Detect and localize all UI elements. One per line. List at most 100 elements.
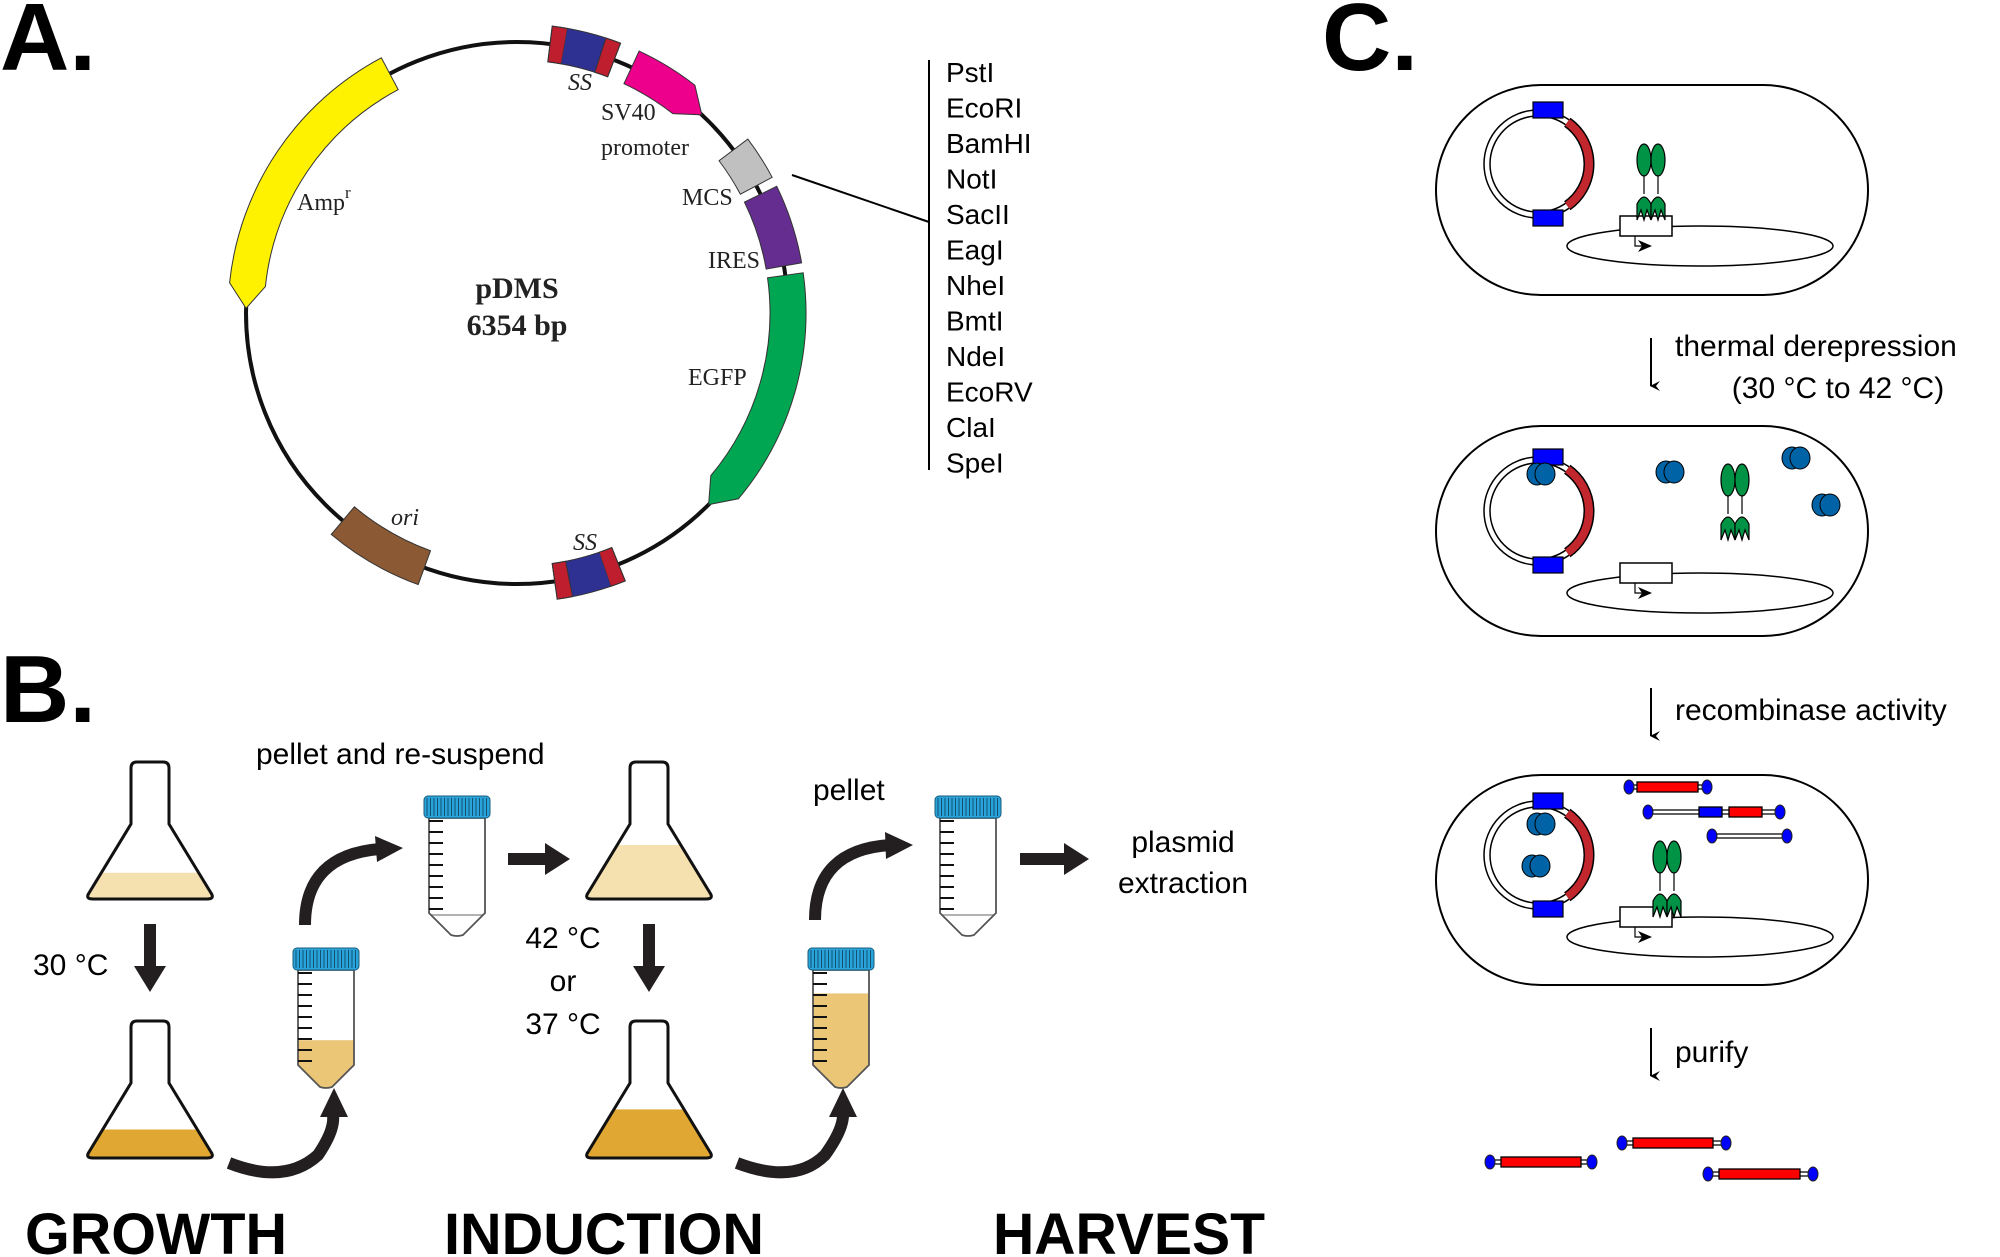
recombinase-dimer (1526, 462, 1556, 486)
tube-resuspended (423, 795, 491, 937)
tube-cap (807, 947, 875, 971)
step-label-induction-temp-1: 42 °C (525, 922, 600, 955)
dna-end-cap (1616, 1135, 1628, 1151)
feature-label-egfp: EGFP (688, 365, 747, 391)
arrow-to-induction (508, 843, 570, 875)
curved-arrow-heads (320, 832, 913, 1117)
panel-c: C. thermal derepression (30 °C to 42 °C)… (1322, 0, 1957, 1182)
plasmid-feature-ss-5 (551, 546, 626, 600)
recombinase-gene (1619, 215, 1673, 237)
recombinase-gene (1619, 562, 1673, 584)
promoter-arrow-icon (1638, 931, 1652, 943)
dna-end-cap (1586, 1154, 1598, 1170)
curved-arrows (226, 839, 891, 1179)
repressor-dna-binding-domain (1734, 516, 1750, 543)
minicircle-segment (1632, 1137, 1714, 1149)
parental-backbone (1564, 809, 1593, 901)
repressor-dimer (1636, 143, 1666, 223)
recombinase-monomer (1529, 854, 1551, 878)
chromosome (1566, 906, 1834, 958)
purified-minicircle (1484, 1154, 1598, 1170)
tube-body-fill (940, 818, 996, 936)
tube-growth-harvested (292, 947, 360, 1089)
panel-a-letter: A. (0, 0, 96, 91)
feature-label-sv40-line2: promoter (601, 135, 689, 161)
plasmid-name: pDMS (475, 272, 558, 305)
repressor-dna-binding-domain (1720, 516, 1736, 543)
purified-minicircle (1702, 1166, 1819, 1182)
mcs-site-item: PstI (946, 57, 994, 88)
dna-end-cap (1701, 779, 1713, 795)
parental-plasmid (1483, 792, 1595, 918)
culture-liquid (586, 1109, 712, 1158)
dna-end-cap (1720, 1135, 1732, 1151)
dna-end-cap (1702, 1166, 1714, 1182)
tube-outline (812, 969, 870, 1089)
recombination-site-top (1532, 101, 1564, 119)
curved-arrow-head-1 (320, 1088, 348, 1117)
repressor-dna-binding-domain (1650, 196, 1666, 223)
parental-backbone (1564, 465, 1593, 557)
curved-arrow-flask-to-tube2 (734, 1114, 849, 1179)
recombination-site-bottom (1532, 900, 1564, 918)
plasmid-feature-ires-3 (743, 185, 803, 270)
chromosome (1566, 215, 1834, 267)
tube-body-fill (429, 818, 485, 936)
repressor-dna-binding-domain (1652, 893, 1668, 920)
recombinase-monomer (1663, 460, 1685, 484)
site-outline (547, 25, 622, 78)
recombination-site-bottom (1532, 556, 1564, 574)
mcs-site-item: SpeI (946, 448, 1004, 479)
plasmid-size: 6354 bp (467, 309, 568, 342)
purified-minicircles (1484, 1135, 1819, 1182)
recombinase-monomer (1534, 812, 1556, 836)
plasmid-feature-egfp-4 (708, 272, 807, 506)
recombinase-dimer (1811, 493, 1841, 517)
plasmid-feature-ori-6 (330, 506, 432, 586)
cells (1435, 84, 1869, 986)
site-core (561, 28, 606, 73)
recombination-site-top (1532, 792, 1564, 810)
step-label-extraction-2: extraction (1118, 867, 1248, 900)
minicircle-segment (1500, 1156, 1582, 1168)
panel-c-letter: C. (1322, 0, 1418, 91)
cell-membrane (1435, 84, 1869, 296)
flask-outline (86, 1019, 214, 1160)
mcs-site-item: SacII (946, 199, 1010, 230)
repressor-dna-binding-domain (1636, 196, 1652, 223)
feature-label-ires: IRES (708, 248, 760, 274)
feature-label-ori: ori (391, 505, 419, 531)
flask-growth-start (86, 760, 214, 901)
stage-label-harvest: HARVEST (993, 1202, 1265, 1257)
plasmid-features (229, 25, 807, 600)
chromosome-outline (1566, 572, 1834, 614)
parental-backbone (1564, 118, 1593, 210)
recombinase-dimer (1781, 446, 1811, 470)
arrow-induction-down (633, 924, 665, 992)
dna-end-cap (1706, 828, 1718, 844)
repressor-dimer (1652, 840, 1682, 920)
curved-arrow-flask-to-tube1 (226, 1114, 340, 1179)
step-label-pellet: pellet (813, 774, 885, 807)
hybrid-site-segment (1698, 806, 1723, 818)
miniplasmid-product (1706, 828, 1793, 844)
plasmid-feature-mcs-2 (718, 138, 773, 195)
dna-end-cap (1781, 828, 1793, 844)
flask-outline (585, 1019, 713, 1160)
arrow-to-extraction (1020, 843, 1089, 875)
site-core (565, 552, 611, 597)
cell-recombination (1435, 774, 1869, 986)
minicircle-segment (1636, 781, 1699, 793)
tubes (292, 795, 1002, 1089)
recombinase-dimer (1655, 460, 1685, 484)
tube-outline (297, 969, 355, 1089)
repressor-domain-top (1666, 840, 1682, 874)
step-label-thermal-derepression: thermal derepression (1675, 330, 1957, 363)
minicircle-segment (1728, 806, 1763, 818)
stage-label-induction: INDUCTION (444, 1202, 764, 1257)
dna-end-cap (1807, 1166, 1819, 1182)
curved-arrow-head-4 (885, 832, 913, 859)
repressor-domain-top (1636, 143, 1652, 177)
mcs-site-item: EcoRV (946, 377, 1033, 408)
flasks (86, 760, 713, 1160)
